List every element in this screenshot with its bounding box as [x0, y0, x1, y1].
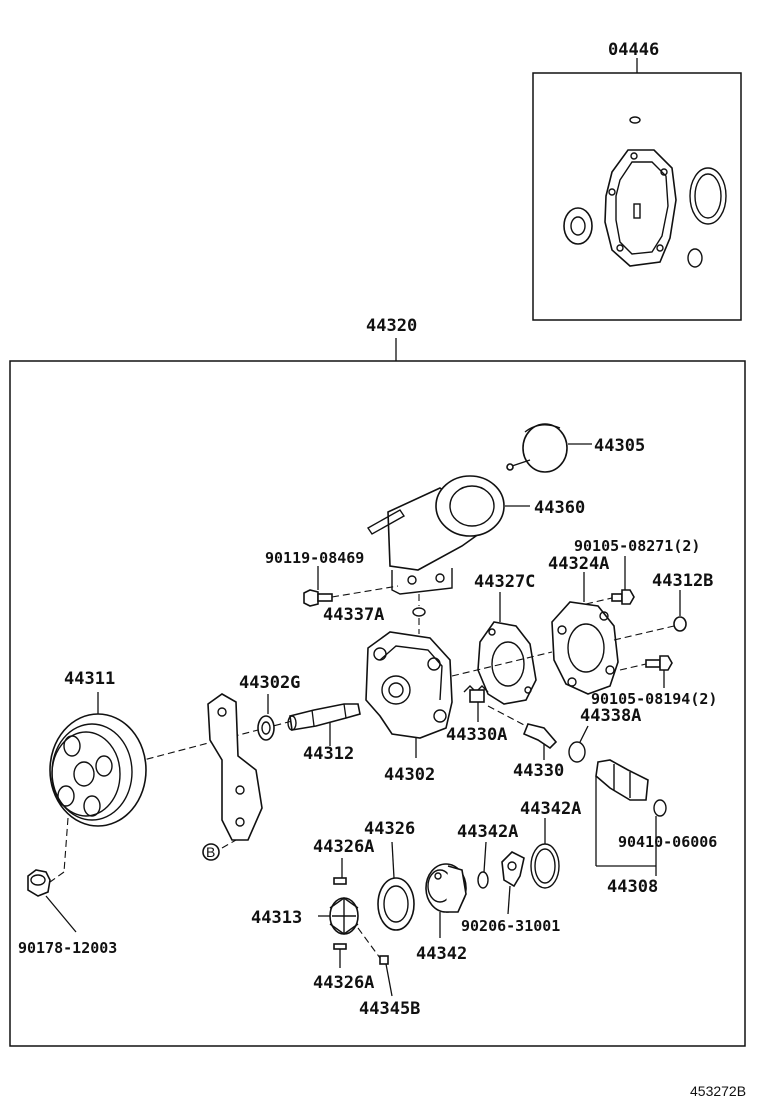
- reservoir-cap: [506, 423, 592, 473]
- vane-44345b: [379, 955, 393, 997]
- label-44308: 44308: [607, 877, 658, 897]
- shaft-44312: [287, 703, 361, 746]
- label-44360: 44360: [534, 498, 585, 518]
- label-44326: 44326: [364, 819, 415, 839]
- pulley: [49, 692, 147, 827]
- label-44302g: 44302G: [239, 673, 300, 693]
- vane-44326a-bottom: [333, 943, 347, 968]
- pump-assembly-box: [9, 338, 746, 1047]
- rotor-44313: [318, 897, 381, 959]
- label-90178-12003: 90178-12003: [18, 939, 117, 957]
- pump-housing: [365, 631, 453, 758]
- rear-cover: [551, 572, 619, 695]
- o-ring-44338a: [568, 725, 589, 763]
- label-44337a: 44337A: [323, 605, 384, 625]
- o-ring-44342a-large: [530, 818, 560, 889]
- label-90410-06006: 90410-06006: [618, 833, 717, 851]
- label-44312b: 44312B: [652, 571, 713, 591]
- bolt-90105-08271: [585, 556, 635, 605]
- o-ring-90410: [653, 799, 667, 866]
- label-04446: 04446: [608, 40, 659, 60]
- shaft-axis-line-rear: [451, 651, 553, 677]
- label-44327c: 44327C: [474, 572, 535, 592]
- gasket-44327c: [477, 592, 537, 705]
- label-44305: 44305: [594, 436, 645, 456]
- union-fitting: [595, 759, 657, 876]
- label-44326a-bottom: 44326A: [313, 973, 374, 993]
- label-44345b: 44345B: [359, 999, 420, 1019]
- o-ring-44342a-small: [477, 841, 489, 889]
- label-44326a-top: 44326A: [313, 837, 374, 857]
- reference-marker-b: [202, 843, 220, 861]
- mounting-bracket: [207, 693, 263, 849]
- label-90119-08469: 90119-08469: [265, 549, 364, 567]
- vane-44326a-top: [333, 858, 347, 885]
- bolt-90105-08194: [619, 655, 673, 688]
- drawing-number: 453272B: [690, 1083, 746, 1099]
- label-44324a: 44324A: [548, 554, 609, 574]
- label-44312: 44312: [303, 744, 354, 764]
- spring-44330a: [463, 685, 489, 722]
- label-44313: 44313: [251, 908, 302, 928]
- flow-control-valve: [487, 705, 558, 760]
- label-90105-08271: 90105-08271(2): [574, 537, 700, 555]
- label-44342: 44342: [416, 944, 467, 964]
- gasket-kit-box: [532, 58, 742, 321]
- label-44330a: 44330A: [446, 725, 507, 745]
- reservoir-tank: [366, 475, 530, 595]
- label-44330: 44330: [513, 761, 564, 781]
- label-ref-b: B: [206, 844, 215, 860]
- o-ring-44337a: [412, 594, 426, 634]
- label-44311: 44311: [64, 669, 115, 689]
- pin-plate-90206: [501, 851, 525, 915]
- nut-90178: [27, 817, 77, 933]
- cam-ring: [425, 863, 467, 938]
- label-90105-08194: 90105-08194(2): [591, 690, 717, 708]
- label-44342a-mid: 44342A: [457, 822, 518, 842]
- side-plate-44326: [377, 841, 415, 931]
- plug-44312b: [613, 590, 687, 641]
- label-44338a: 44338A: [580, 706, 641, 726]
- label-90206-31001: 90206-31001: [461, 917, 560, 935]
- label-44302: 44302: [384, 765, 435, 785]
- bearing-44302g: [257, 694, 275, 741]
- label-44342a-top: 44342A: [520, 799, 581, 819]
- part-labels: 04446 44320 44305 44360 90105-08271(2) 9…: [18, 40, 746, 1099]
- bolt-90119: [303, 566, 399, 607]
- label-44320: 44320: [366, 316, 417, 336]
